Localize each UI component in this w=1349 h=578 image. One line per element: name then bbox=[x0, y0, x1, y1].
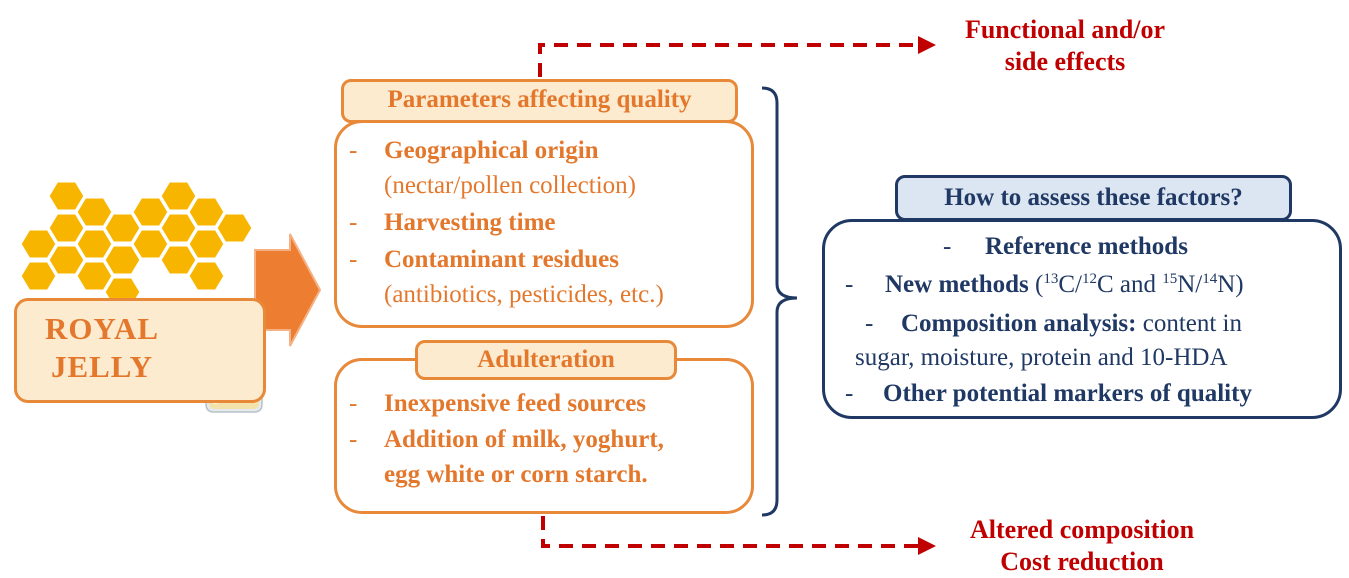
assess-item-other-markers: Other potential markers of quality bbox=[883, 380, 1252, 407]
bullet: - bbox=[349, 426, 358, 453]
assess-item-composition-analysis: Composition analysis: content in bbox=[901, 310, 1242, 337]
assess-item-new-methods: New methods (13C/12C and 15N/14N) bbox=[885, 271, 1244, 298]
assess-item-composition-line2: sugar, moisture, protein and 10-HDA bbox=[855, 344, 1228, 371]
bullet: - bbox=[349, 137, 358, 164]
assess-header: How to assess these factors? bbox=[895, 175, 1292, 221]
adulteration-item-addition: Addition of milk, yoghurt, bbox=[384, 426, 664, 453]
outcome-top-line2: side effects bbox=[1004, 47, 1126, 76]
assess-box: - Reference methods - New methods (13C/1… bbox=[822, 219, 1342, 419]
outcome-top-line1: Functional and/or bbox=[964, 15, 1166, 44]
quality-box: - Geographical origin (nectar/pollen col… bbox=[334, 120, 754, 328]
adulteration-header: Adulteration bbox=[415, 340, 677, 380]
adulteration-box: - Inexpensive feed sources - Addition of… bbox=[334, 358, 754, 514]
outcome-top: Functional and/or side effects bbox=[945, 14, 1185, 78]
dashed-arrow-bottom bbox=[541, 516, 918, 548]
arrowhead-top bbox=[918, 36, 936, 54]
bullet: - bbox=[349, 246, 358, 273]
bullet: - bbox=[349, 390, 358, 417]
arrowhead-bottom bbox=[918, 537, 936, 555]
bullet: - bbox=[943, 233, 952, 260]
bullet: - bbox=[845, 380, 854, 407]
honeycomb-icon bbox=[18, 179, 255, 309]
quality-item-harvesting-time: Harvesting time bbox=[384, 209, 556, 236]
curly-brace bbox=[761, 86, 798, 517]
outcome-bottom-line2: Cost reduction bbox=[1000, 547, 1164, 576]
royal-label-line2: JELLY bbox=[50, 349, 154, 384]
royal-label-line1: ROYAL bbox=[44, 311, 160, 346]
quality-item-contaminant-detail: (antibiotics, pesticides, etc.) bbox=[384, 281, 664, 308]
royal-jelly-label: ROYAL JELLY bbox=[14, 298, 266, 403]
adulteration-item-feed-sources: Inexpensive feed sources bbox=[384, 390, 647, 417]
adulteration-item-addition-line2: egg white or corn starch. bbox=[384, 461, 648, 488]
quality-header: Parameters affecting quality bbox=[341, 79, 738, 123]
quality-item-contaminant-residues: Contaminant residues bbox=[384, 246, 619, 273]
bullet: - bbox=[865, 310, 874, 337]
outcome-bottom-line1: Altered composition bbox=[969, 515, 1195, 544]
bullet: - bbox=[845, 271, 854, 298]
quality-item-geographical-origin: Geographical origin bbox=[384, 137, 599, 164]
bullet: - bbox=[349, 209, 358, 236]
assess-item-reference-methods: Reference methods bbox=[985, 233, 1188, 260]
dashed-arrow-top bbox=[538, 43, 918, 77]
quality-item-geographical-detail: (nectar/pollen collection) bbox=[384, 172, 636, 199]
outcome-bottom: Altered composition Cost reduction bbox=[952, 514, 1212, 578]
